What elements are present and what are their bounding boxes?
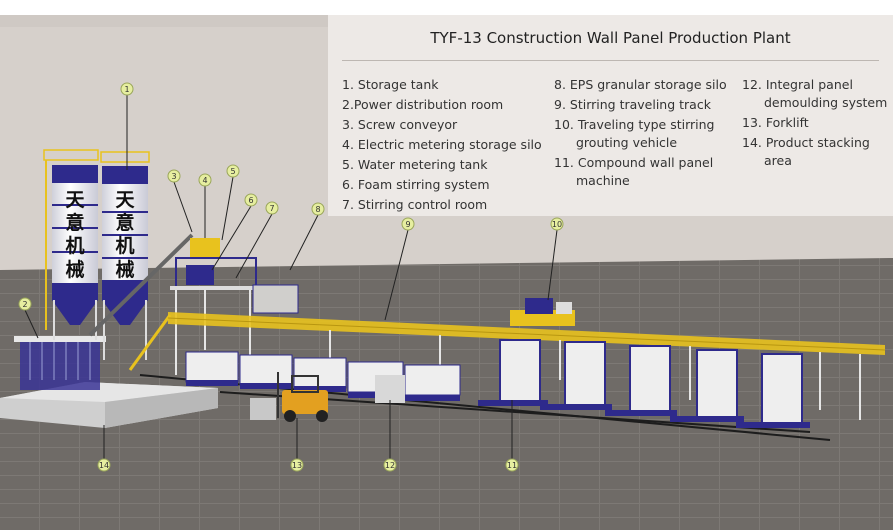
legend-item-cont: machine <box>576 173 630 188</box>
callout-11: 11 <box>505 458 519 472</box>
callout-number: 13 <box>292 461 302 470</box>
silo-char: 天 <box>65 189 85 211</box>
callout-1: 1 <box>120 82 134 96</box>
divider <box>342 60 879 61</box>
diagram-title: TYF-13 Construction Wall Panel Productio… <box>430 29 791 47</box>
legend-column-3: 12. Integral panel demoulding system 13.… <box>742 75 887 171</box>
demoulding-system <box>185 351 461 403</box>
silo-char: 天 <box>115 189 135 211</box>
legend-item: 13. Forklift <box>742 115 809 130</box>
callout-6: 6 <box>244 193 258 207</box>
legend-item: 6. Foam stirring system <box>342 177 490 192</box>
legend-item: 14. Product stacking <box>742 135 870 150</box>
silo-char: 机 <box>65 235 84 257</box>
legend-item-cont: demoulding system <box>764 95 888 110</box>
callout-number: 5 <box>230 167 235 176</box>
callout-number: 3 <box>171 172 176 181</box>
silo-char: 意 <box>115 211 134 234</box>
legend-panel: TYF-13 Construction Wall Panel Productio… <box>328 15 893 216</box>
legend-item-cont: grouting vehicle <box>576 135 678 150</box>
callout-number: 10 <box>552 220 562 229</box>
callouts: 1 2 3 4 5 6 7 8 9 10 11 12 13 14 <box>18 82 564 472</box>
callout-3: 3 <box>167 169 181 183</box>
legend-item: 11. Compound wall panel <box>554 155 714 170</box>
callout-number: 14 <box>99 461 109 470</box>
callout-number: 6 <box>248 196 253 205</box>
legend-column-1: 1. Storage tank 2.Power distribution roo… <box>342 75 542 215</box>
callout-7: 7 <box>265 201 279 215</box>
legend-item: 4. Electric metering storage silo <box>342 137 542 152</box>
stirring-traveling-track <box>167 312 886 420</box>
callout-8: 8 <box>311 202 325 216</box>
callout-4: 4 <box>198 173 212 187</box>
callout-2: 2 <box>18 297 32 311</box>
callout-number: 12 <box>385 461 395 470</box>
screw-conveyor <box>88 233 194 337</box>
silo-char: 械 <box>65 258 84 281</box>
callout-number: 8 <box>315 205 320 214</box>
stairs <box>128 314 172 371</box>
legend-item: 2.Power distribution room <box>342 97 504 112</box>
legend-item: 12. Integral panel <box>742 77 853 92</box>
product-stacking-area <box>0 382 276 428</box>
callout-number: 11 <box>507 461 517 470</box>
callout-14: 14 <box>97 458 111 472</box>
legend-item: 8. EPS granular storage silo <box>554 77 727 92</box>
mixing-platform <box>170 238 299 375</box>
silo-char: 意 <box>65 211 84 234</box>
storage-silo-left: 天 意 机 械 <box>43 149 99 340</box>
callout-number: 9 <box>405 220 410 229</box>
silo-char: 械 <box>115 258 134 281</box>
legend-item: 10. Traveling type stirring <box>554 117 715 132</box>
silo-char: 机 <box>115 235 134 257</box>
legend-item: 3. Screw conveyor <box>342 117 458 132</box>
legend-item: 1. Storage tank <box>342 77 439 92</box>
callout-13: 13 <box>290 458 304 472</box>
legend-item: 7. Stirring control room <box>342 197 488 212</box>
forklift <box>277 372 328 422</box>
legend-item-cont: area <box>764 153 792 168</box>
callout-12: 12 <box>383 458 397 472</box>
callout-5: 5 <box>226 164 240 178</box>
callout-number: 7 <box>269 204 274 213</box>
callout-number: 4 <box>202 176 207 185</box>
legend-item: 9. Stirring traveling track <box>554 97 711 112</box>
callout-lines <box>24 95 558 459</box>
callout-10: 10 <box>550 217 564 231</box>
legend-column-2: 8. EPS granular storage silo 9. Stirring… <box>554 75 727 191</box>
callout-number: 1 <box>124 85 129 94</box>
legend-item: 5. Water metering tank <box>342 157 488 172</box>
callout-9: 9 <box>401 217 415 231</box>
power-distribution-room <box>14 336 106 390</box>
grouting-vehicle <box>510 298 575 326</box>
callout-number: 2 <box>22 300 27 309</box>
compound-wall-panel-machines <box>478 339 810 428</box>
